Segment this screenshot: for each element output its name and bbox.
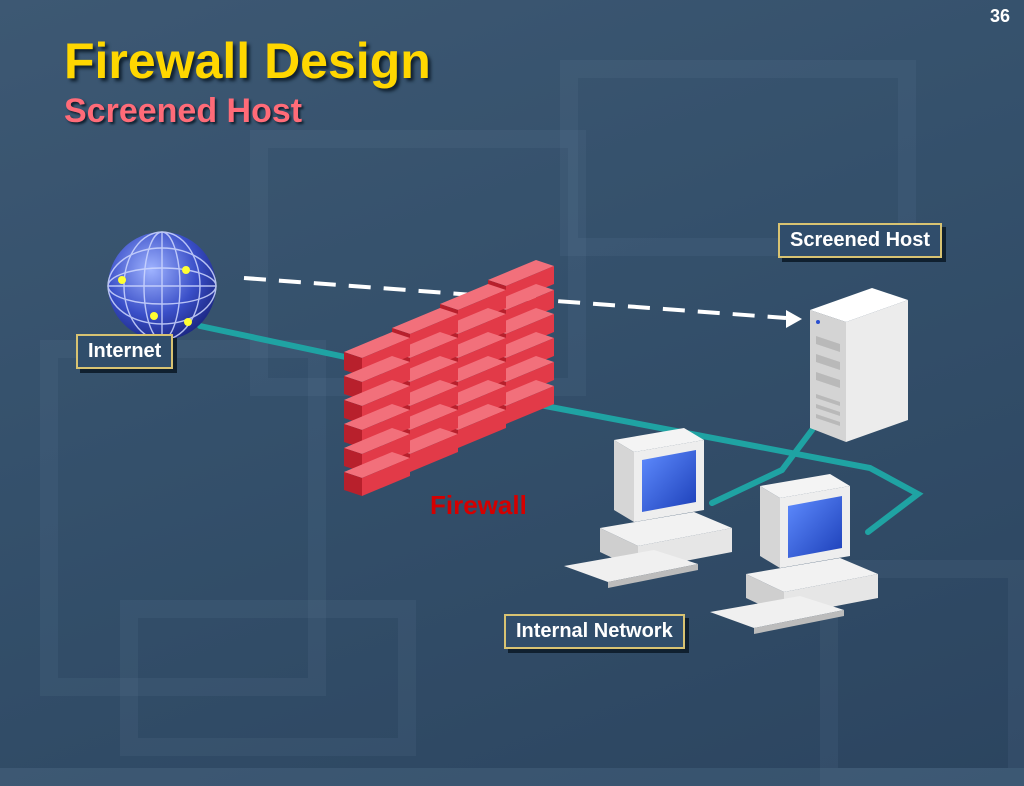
server-tower-icon bbox=[810, 288, 908, 442]
network-lines bbox=[197, 323, 924, 535]
firewall-brick-wall-icon bbox=[344, 260, 554, 496]
traffic-flow-arrow bbox=[243, 276, 802, 328]
firewall-label: Firewall bbox=[430, 490, 527, 520]
desktop-drop-line bbox=[709, 467, 785, 506]
firewall-to-internal-line bbox=[537, 402, 924, 535]
globe-icon bbox=[107, 231, 217, 341]
network-diagram bbox=[107, 231, 924, 634]
slide-number: 36 bbox=[990, 6, 1011, 26]
internet-label: Internet bbox=[76, 334, 174, 369]
desktop-computer-icon bbox=[710, 474, 878, 634]
internal-network-label: Internal Network bbox=[504, 614, 685, 649]
server-drop-line bbox=[779, 427, 815, 473]
background-shape bbox=[120, 600, 416, 756]
slide-subtitle: Screened Host bbox=[64, 92, 303, 130]
slide-title: Firewall Design bbox=[64, 33, 431, 89]
screened-host-label: Screened Host bbox=[778, 223, 943, 258]
internet-to-firewall-line bbox=[197, 323, 353, 361]
desktop-computer-icon bbox=[564, 428, 732, 588]
